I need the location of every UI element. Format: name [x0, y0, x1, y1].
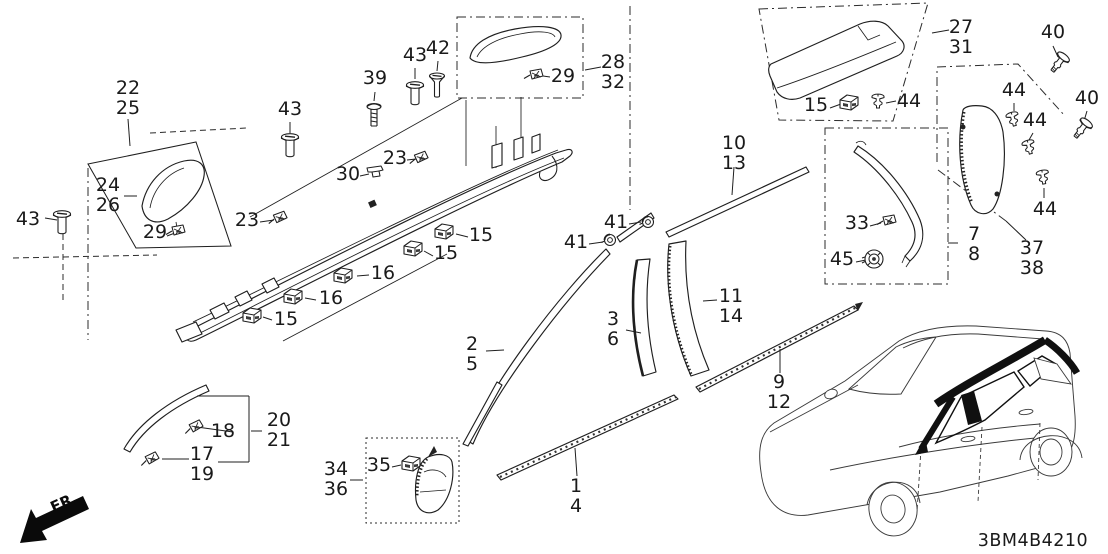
part-label-41: 41 [604, 211, 628, 233]
rivet-icon [1004, 110, 1022, 128]
part-label-33: 33 [845, 212, 869, 234]
clip-small-icon [407, 150, 430, 165]
clip-small-icon [266, 210, 289, 225]
a-pillar-molding [123, 384, 210, 453]
part-label-43: 43 [278, 98, 302, 120]
clip-small-icon [165, 224, 186, 236]
part-label-16: 16 [371, 262, 395, 284]
part-label-40: 40 [1041, 21, 1065, 43]
front-door-sash-molding [631, 258, 657, 377]
part-label-29: 29 [551, 65, 575, 87]
part-label-29: 29 [143, 221, 167, 243]
clip-box-icon [403, 240, 423, 257]
clip-box-icon [839, 94, 859, 111]
part-label-44: 44 [897, 90, 921, 112]
part-label-15: 15 [469, 224, 493, 246]
vehicle-illustration [759, 325, 1083, 537]
part-label-15: 15 [804, 94, 828, 116]
roof-panel-garnish [768, 20, 905, 100]
screw-flat-icon [52, 210, 72, 235]
roof-rail-end-cap [141, 159, 205, 229]
part-label-42: 42 [426, 37, 450, 59]
part-label-23: 23 [383, 147, 407, 169]
diagram-code: 3BM4B4210 [978, 531, 1088, 551]
rivet-icon [1035, 168, 1051, 186]
part-label-45: 45 [830, 248, 854, 270]
corner-garnish [414, 446, 454, 514]
screw-flat-icon [280, 133, 300, 158]
rivet-icon [1020, 138, 1038, 156]
part-label-44: 44 [1033, 198, 1057, 220]
part-label-44: 44 [1002, 79, 1026, 101]
screw-shoulder-icon [1046, 49, 1072, 76]
quarter-window-molding [853, 140, 924, 268]
roof-rail-garnish [175, 97, 573, 343]
rear-door-belt-molding [695, 302, 863, 393]
part-label-15: 15 [434, 242, 458, 264]
rear-door-sash-molding [667, 240, 710, 377]
grommet-small-icon [600, 233, 617, 247]
part-label-16: 16 [319, 287, 343, 309]
front-roof-drip-molding [462, 212, 655, 447]
fasteners-layer [52, 49, 1095, 472]
part-label-30: 30 [336, 163, 360, 185]
part-label-40: 40 [1075, 87, 1099, 109]
fr-direction-indicator: FR. [20, 489, 89, 543]
rear-roof-molding [665, 166, 810, 238]
part-label-15: 15 [274, 308, 298, 330]
screw-csk-icon [428, 72, 446, 98]
part-label-35: 35 [367, 454, 391, 476]
part-label-18: 18 [211, 420, 235, 442]
part-label-43: 43 [16, 208, 40, 230]
clip-box-icon [434, 223, 454, 240]
fr-arrow-icon [20, 496, 89, 543]
clip-bracket-icon [366, 165, 384, 178]
part-label-41: 41 [564, 231, 588, 253]
clip-small-icon [523, 68, 544, 80]
front-door-belt-molding [496, 394, 679, 481]
screw-flat-icon [405, 81, 425, 106]
screw-shoulder-icon [1069, 115, 1095, 142]
part-label-39: 39 [363, 67, 387, 89]
quarter-pillar-garnish [959, 105, 1005, 215]
clip-box-icon [401, 455, 421, 472]
part-label-44: 44 [1023, 109, 1047, 131]
part-label-43: 43 [403, 44, 427, 66]
rivet-icon [871, 93, 885, 109]
roof-rail-front-cap [469, 26, 562, 64]
part-label-23: 23 [235, 209, 259, 231]
clip-box-icon [333, 267, 353, 284]
screw-pan-icon [366, 102, 382, 127]
clip-small-icon [182, 418, 205, 435]
grommet-large-icon [861, 249, 884, 269]
clip-small-icon [138, 450, 161, 467]
